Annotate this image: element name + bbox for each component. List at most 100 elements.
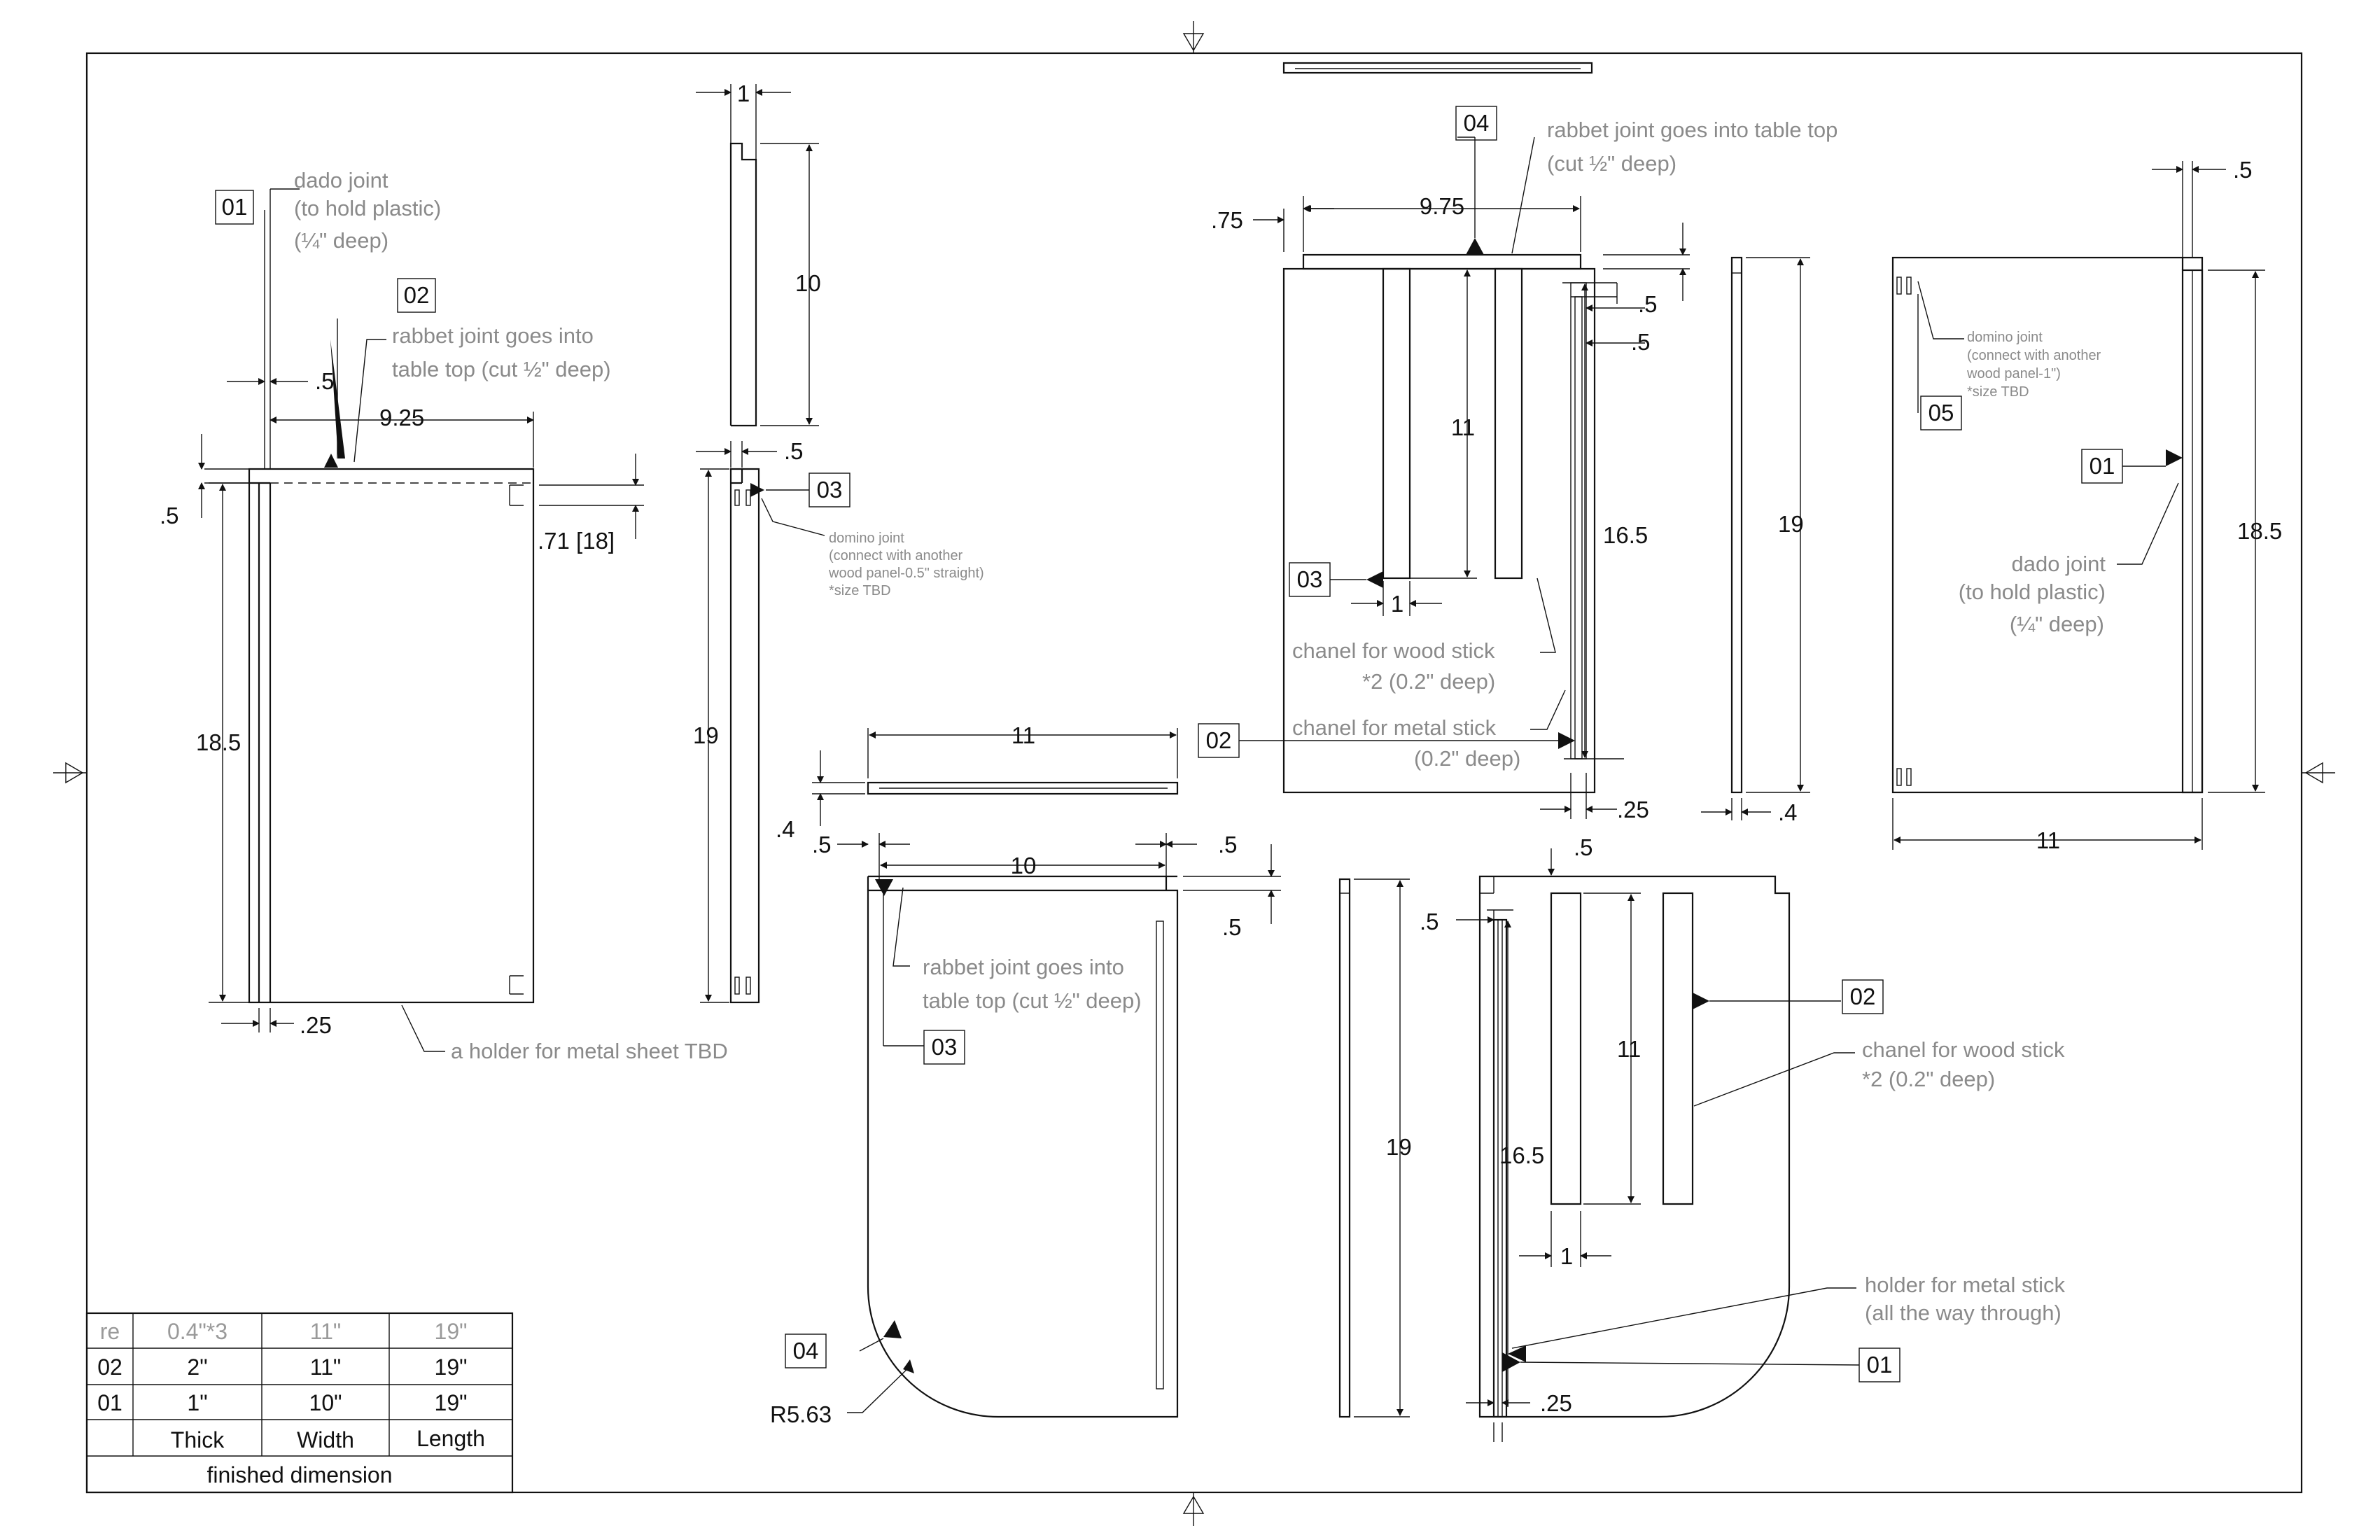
svg-text:.5: .5 bbox=[1218, 832, 1238, 858]
tag-02-g: 02 bbox=[1842, 979, 1884, 1014]
table-caption: finished dimension bbox=[206, 1462, 392, 1488]
svg-text:holder for metal stick: holder for metal stick bbox=[1865, 1273, 2065, 1297]
svg-text:19": 19" bbox=[435, 1390, 468, 1415]
svg-text:0.4"*3: 0.4"*3 bbox=[167, 1319, 227, 1344]
svg-text:(0.2" deep): (0.2" deep) bbox=[1414, 746, 1520, 771]
svg-text:11": 11" bbox=[310, 1354, 342, 1380]
svg-text:.5: .5 bbox=[1574, 834, 1593, 860]
dimension-lines-left bbox=[198, 188, 644, 1052]
dimension-lines-b bbox=[696, 84, 825, 1003]
svg-text:table top (cut ½" deep): table top (cut ½" deep) bbox=[923, 988, 1142, 1013]
dimension-lines-c bbox=[812, 728, 1281, 1413]
svg-text:03: 03 bbox=[817, 477, 843, 503]
tag-01-g: 01 bbox=[1858, 1348, 1900, 1382]
finished-dimension-table: re 0.4"*3 11" 19" 02 2" 11" 19" 01 1" 10… bbox=[85, 1312, 514, 1494]
svg-text:R5.63: R5.63 bbox=[770, 1401, 832, 1427]
svg-text:domino joint: domino joint bbox=[829, 531, 904, 546]
notes-b: domino joint (connect with another wood … bbox=[828, 531, 984, 598]
svg-text:02: 02 bbox=[1850, 983, 1876, 1009]
right-center-marker bbox=[2302, 762, 2335, 784]
svg-text:18.5: 18.5 bbox=[2237, 518, 2282, 544]
dims-d: .75 9.75 .5 .5 11 1 16.5 .25 bbox=[1211, 193, 1658, 822]
bottom-plate-c bbox=[867, 781, 1179, 1418]
svg-text:19: 19 bbox=[693, 722, 719, 748]
svg-text:01: 01 bbox=[1867, 1352, 1893, 1378]
svg-text:chanel for metal stick: chanel for metal stick bbox=[1292, 715, 1497, 740]
tag-03-b: 03 bbox=[808, 472, 850, 507]
svg-text:19": 19" bbox=[435, 1319, 468, 1344]
svg-text:.4: .4 bbox=[776, 816, 795, 842]
tag-05-f: 05 bbox=[1920, 396, 1962, 430]
svg-text:(cut ½" deep): (cut ½" deep) bbox=[1547, 151, 1676, 176]
svg-text:1: 1 bbox=[1560, 1243, 1573, 1269]
svg-text:rabbet joint goes into: rabbet joint goes into bbox=[923, 955, 1124, 979]
svg-text:.5: .5 bbox=[315, 368, 335, 394]
panel-left-view bbox=[248, 210, 535, 1004]
tag-02-d: 02 bbox=[1198, 723, 1240, 758]
svg-text:19: 19 bbox=[1386, 1134, 1412, 1160]
svg-text:*size TBD: *size TBD bbox=[1967, 384, 2029, 400]
svg-text:16.5: 16.5 bbox=[1499, 1142, 1544, 1168]
notes-f: domino joint (connect with another wood … bbox=[1959, 330, 2106, 636]
dims-e: 19 .4 bbox=[1778, 511, 1804, 825]
svg-text:.5: .5 bbox=[2233, 157, 2253, 183]
tag-03-d: 03 bbox=[1289, 562, 1331, 597]
svg-text:chanel for wood stick: chanel for wood stick bbox=[1292, 638, 1495, 663]
svg-text:9.75: 9.75 bbox=[1420, 193, 1464, 219]
svg-text:.25: .25 bbox=[1540, 1390, 1572, 1416]
svg-text:.5: .5 bbox=[784, 438, 804, 464]
table-header-row: Thick Width Length bbox=[171, 1426, 485, 1452]
dims-g: 19 .5 .5 11 16.5 1 .25 bbox=[1386, 834, 1641, 1416]
svg-text:10: 10 bbox=[795, 270, 821, 296]
svg-text:.71 [18]: .71 [18] bbox=[538, 528, 615, 554]
svg-text:(all the way through): (all the way through) bbox=[1865, 1301, 2062, 1325]
svg-text:(connect with another: (connect with another bbox=[829, 548, 963, 564]
svg-text:re: re bbox=[100, 1319, 120, 1344]
svg-text:(connect with another: (connect with another bbox=[1967, 348, 2101, 363]
table-row-01: 01 1" 10" 19" bbox=[97, 1390, 467, 1415]
svg-text:10: 10 bbox=[1011, 853, 1037, 878]
svg-text:1: 1 bbox=[1391, 591, 1404, 617]
dimension-lines-f bbox=[1892, 166, 2265, 850]
svg-text:.5: .5 bbox=[1638, 291, 1658, 317]
panel-right-view-f bbox=[1891, 161, 2204, 794]
svg-text:04: 04 bbox=[793, 1338, 819, 1364]
dims-b: 1 10 .5 19 bbox=[693, 80, 821, 748]
tag-02-left: 02 bbox=[397, 278, 436, 313]
svg-text:19: 19 bbox=[1778, 511, 1804, 537]
svg-text:10": 10" bbox=[309, 1390, 342, 1415]
side-view-e bbox=[1730, 256, 1743, 794]
tag-03-c: 03 bbox=[923, 1030, 965, 1065]
svg-text:11: 11 bbox=[2036, 827, 2060, 853]
notes-left: dado joint (to hold plastic) (¼" deep) r… bbox=[294, 168, 728, 1063]
svg-text:03: 03 bbox=[932, 1034, 958, 1060]
dims-left: .5 9.25 .5 .71 [18] 18.5 .25 bbox=[160, 368, 615, 1038]
svg-text:wood panel-1"): wood panel-1") bbox=[1966, 366, 2061, 382]
svg-text:02: 02 bbox=[97, 1354, 122, 1380]
svg-text:.5: .5 bbox=[1222, 914, 1242, 940]
svg-text:18.5: 18.5 bbox=[196, 729, 241, 755]
dimension-lines-e bbox=[1701, 257, 1810, 820]
panel-bottom-right-g bbox=[1478, 875, 1791, 1418]
svg-text:.25: .25 bbox=[300, 1012, 332, 1038]
svg-text:11: 11 bbox=[1011, 722, 1035, 748]
svg-text:(¼" deep): (¼" deep) bbox=[2010, 612, 2104, 636]
svg-text:.5: .5 bbox=[812, 832, 832, 858]
side-view-g bbox=[1338, 878, 1351, 1418]
svg-text:(to hold plastic): (to hold plastic) bbox=[294, 196, 441, 220]
svg-text:2": 2" bbox=[187, 1354, 207, 1380]
svg-text:table top (cut ½" deep): table top (cut ½" deep) bbox=[392, 357, 611, 382]
side-view-b bbox=[729, 142, 760, 1004]
svg-text:(¼" deep): (¼" deep) bbox=[294, 228, 388, 253]
svg-text:domino joint: domino joint bbox=[1967, 330, 2043, 345]
svg-text:.4: .4 bbox=[1778, 799, 1798, 825]
notes-g: chanel for wood stick *2 (0.2" deep) hol… bbox=[1862, 1037, 2065, 1325]
svg-text:02: 02 bbox=[1206, 727, 1232, 753]
svg-text:05: 05 bbox=[1928, 400, 1954, 426]
svg-text:chanel for wood stick: chanel for wood stick bbox=[1862, 1037, 2065, 1062]
dims-f: .5 18.5 11 bbox=[2036, 157, 2282, 853]
svg-text:16.5: 16.5 bbox=[1603, 522, 1648, 548]
svg-text:a holder for metal sheet TBD: a holder for metal sheet TBD bbox=[451, 1039, 728, 1063]
svg-text:19": 19" bbox=[435, 1354, 468, 1380]
svg-text:.5: .5 bbox=[1420, 909, 1439, 934]
